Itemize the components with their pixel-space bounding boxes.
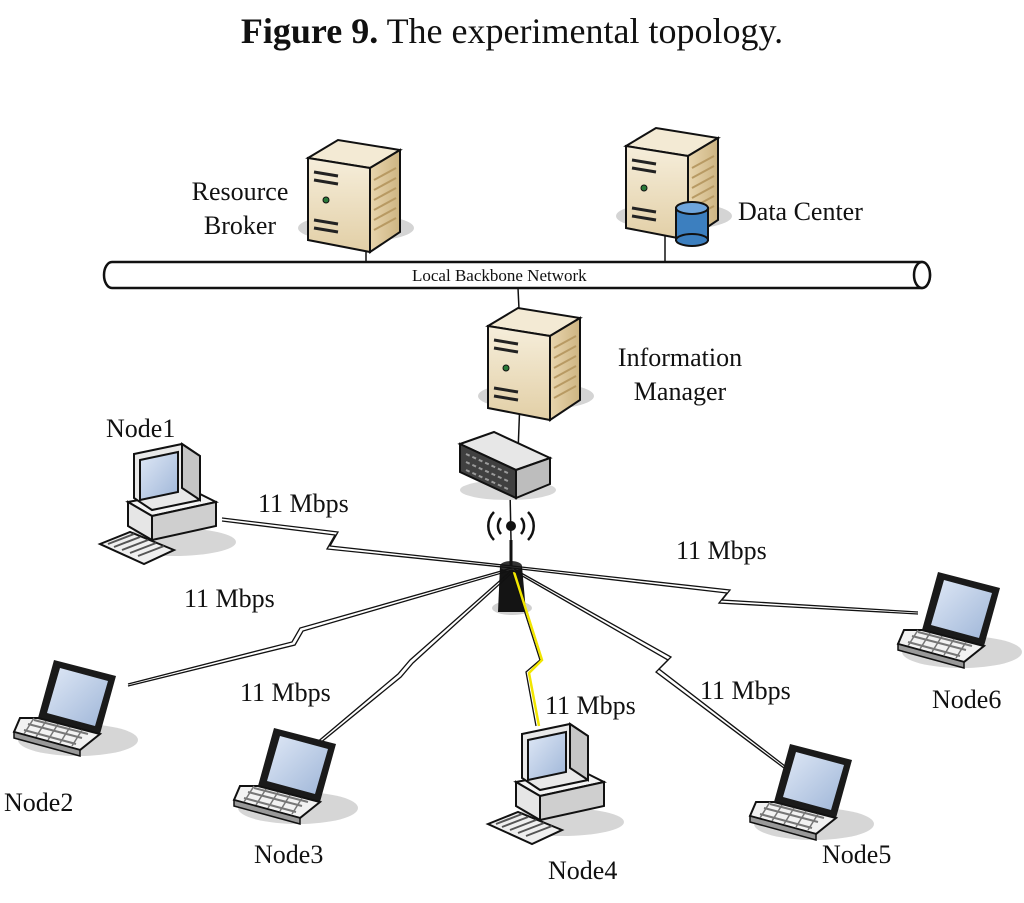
server-tower-icon-resource-broker <box>296 138 416 254</box>
link-speed-node3: 11 Mbps <box>240 678 331 707</box>
information-manager-label: Information Manager <box>596 341 764 409</box>
wireless-link-node6 <box>511 565 919 615</box>
link-speed-node1: 11 Mbps <box>258 489 349 518</box>
link-speed-node4: 11 Mbps <box>545 691 636 720</box>
node1-label: Node1 <box>106 414 176 443</box>
wireless-link-node4 <box>511 571 544 727</box>
data-center-label: Data Center <box>738 197 863 226</box>
server-tower-icon-information-manager <box>476 306 596 422</box>
figure-caption: The experimental topology. <box>386 11 784 51</box>
desktop-computer-icon-node1 <box>99 443 237 565</box>
node4-label: Node4 <box>548 856 618 885</box>
database-icon <box>675 201 709 247</box>
wireless-link-node2 <box>127 567 513 687</box>
resource-broker-label-line1: Resource <box>191 177 289 206</box>
laptop-icon-node2 <box>13 659 139 757</box>
link-speed-node5: 11 Mbps <box>700 676 791 705</box>
node5-label: Node5 <box>822 840 892 869</box>
wireless-link-node5 <box>511 568 795 775</box>
node6-label: Node6 <box>932 685 1002 714</box>
resource-broker-label-line2: Broker <box>203 211 277 240</box>
wireless-access-point-icon <box>487 511 535 615</box>
node2-label: Node2 <box>4 788 74 817</box>
figure-title: Figure 9. The experimental topology. <box>0 10 1024 52</box>
server-tower-icon-data-center <box>614 126 734 242</box>
desktop-computer-icon-node4 <box>487 723 625 845</box>
network-switch-icon <box>457 430 556 500</box>
information-manager-label-line2: Manager <box>633 377 727 406</box>
link-speed-node2: 11 Mbps <box>184 584 275 613</box>
backbone-label: Local Backbone Network <box>412 266 587 285</box>
link-speed-node6: 11 Mbps <box>676 536 767 565</box>
laptop-icon-node5 <box>749 743 875 841</box>
laptop-icon-node6 <box>897 571 1023 669</box>
figure-label: Figure 9. <box>240 11 379 51</box>
resource-broker-label: Resource Broker <box>170 175 310 243</box>
wireless-link-node1 <box>221 517 513 569</box>
information-manager-label-line1: Information <box>617 343 743 372</box>
wireless-link-node3 <box>295 569 515 762</box>
wireless-links <box>127 517 919 775</box>
data-center-server <box>614 126 734 247</box>
node3-label: Node3 <box>254 840 324 869</box>
laptop-icon-node3 <box>233 727 359 825</box>
local-backbone-network <box>102 260 932 290</box>
